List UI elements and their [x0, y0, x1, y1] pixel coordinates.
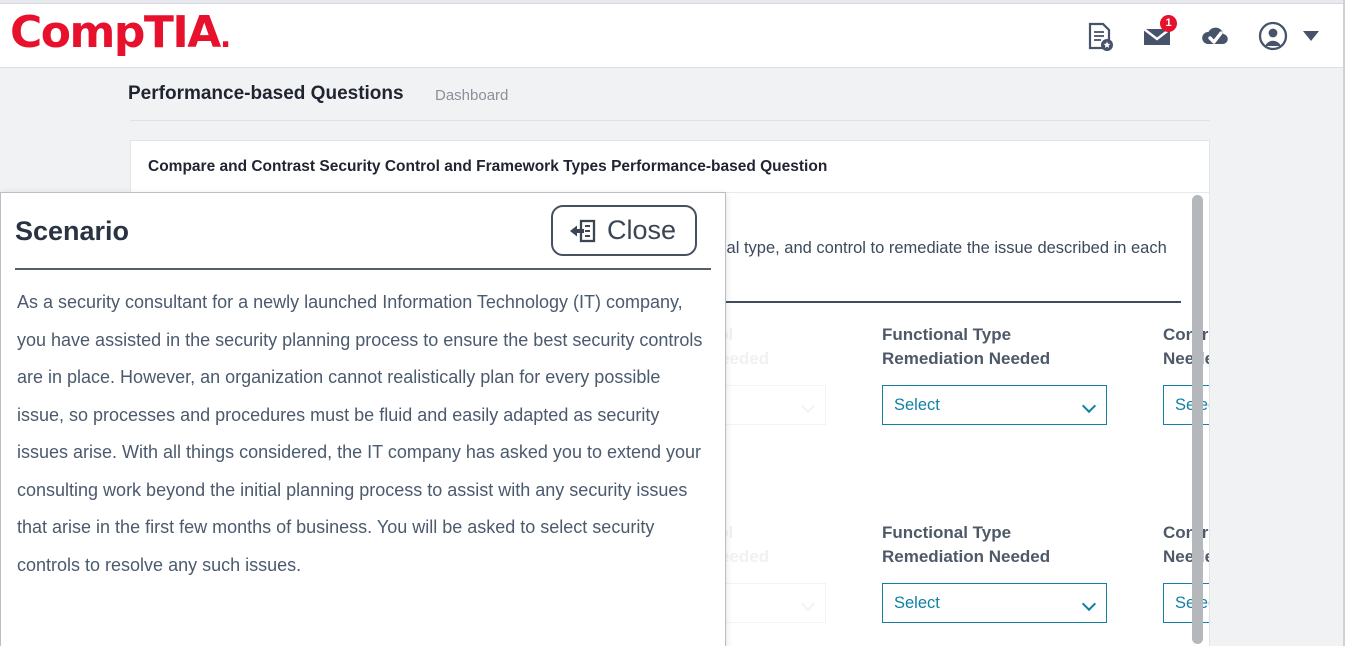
- scenario-modal-title: Scenario: [15, 216, 130, 246]
- page-title: Performance-based Questions: [128, 83, 404, 104]
- page-body: Performance-based Questions Dashboard Co…: [0, 69, 1210, 646]
- chevron-down-icon[interactable]: [1303, 31, 1319, 41]
- comptia-logo-text: CompTIA: [10, 7, 221, 58]
- scenario-modal-header: Scenario Close: [15, 193, 711, 270]
- scenario-modal-body: As a security consultant for a newly lau…: [1, 270, 725, 584]
- user-circle-icon[interactable]: [1257, 20, 1289, 52]
- page-title-row: Performance-based Questions Dashboard: [128, 69, 1210, 121]
- envelope-badge-count: 1: [1160, 15, 1177, 32]
- scenario-modal: Scenario Close: [0, 192, 726, 646]
- comptia-logo[interactable]: CompTIA.: [10, 11, 231, 60]
- column-functional-type: Functional Type Remediation Needed Selec…: [882, 521, 1107, 623]
- breadcrumb-dashboard[interactable]: Dashboard: [435, 87, 509, 104]
- column-label: Functional Type Remediation Needed: [882, 325, 1051, 368]
- question-card-header: Compare and Contrast Security Control an…: [131, 141, 1209, 193]
- functional-type-select[interactable]: Select: [882, 583, 1107, 623]
- browser-chrome-strip: [0, 0, 1343, 4]
- vertical-scrollbar[interactable]: [1192, 195, 1203, 644]
- functional-type-select[interactable]: Select: [882, 385, 1107, 425]
- cloud-check-icon[interactable]: [1199, 20, 1231, 52]
- close-button[interactable]: Close: [550, 205, 697, 256]
- comptia-logo-dot: .: [219, 20, 231, 55]
- question-card-title: Compare and Contrast Security Control an…: [148, 157, 828, 175]
- column-functional-type: Functional Type Remediation Needed Selec…: [882, 323, 1107, 449]
- close-button-label: Close: [606, 215, 676, 245]
- header-icon-group: 1: [1083, 15, 1319, 52]
- document-star-icon[interactable]: [1083, 20, 1115, 52]
- site-header: CompTIA. 1: [0, 4, 1343, 68]
- scrollbar-thumb[interactable]: [1192, 195, 1203, 644]
- envelope-icon[interactable]: 1: [1141, 15, 1177, 52]
- scenario-paragraph: As a security consultant for a newly lau…: [17, 292, 703, 575]
- column-label: Functional Type Remediation Needed: [882, 523, 1051, 566]
- exit-arrow-icon: [568, 216, 598, 246]
